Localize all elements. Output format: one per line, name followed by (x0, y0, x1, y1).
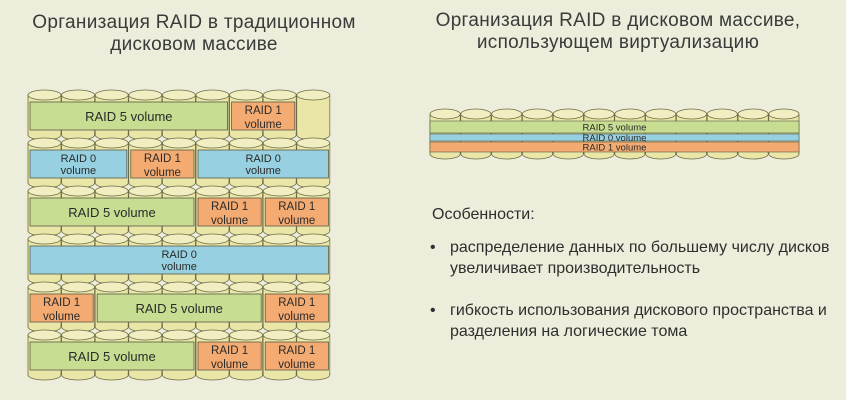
virtual-band-label: RAID 5 volume (583, 123, 647, 134)
volume-label: volume (245, 165, 280, 177)
bullet-icon: • (430, 302, 436, 319)
volume-label: RAID 5 volume (68, 205, 155, 220)
raid-1-volume: RAID 1 volume (264, 341, 329, 371)
raid-1-volume: RAID 1 volume (264, 293, 329, 323)
volume-label: volume (61, 165, 96, 177)
volume-label: RAID 5 volume (68, 349, 155, 364)
volume-label: RAID 1 (43, 297, 80, 309)
volume-label: RAID 5 volume (85, 109, 172, 124)
bullet-icon: • (430, 239, 436, 256)
raid-1-volume: RAID 1 volume (130, 149, 195, 179)
volume-label: RAID 1 (211, 201, 248, 213)
volume-label: RAID 1 (278, 297, 315, 309)
left-title: Организация RAID в традиционном дисковом… (32, 12, 356, 55)
virtual-raid-0-band: RAID 0 volume (429, 133, 800, 144)
volume-label: RAID 1 (278, 201, 315, 213)
raid-1-volume: RAID 1 volume (264, 197, 329, 227)
volume-label: RAID 1 (278, 345, 315, 357)
virtual-band-label: RAID 0 volume (583, 133, 647, 144)
volume-label: RAID 0 (161, 249, 196, 261)
volume-label: volume (211, 215, 248, 227)
raid-5-volume: RAID 5 volume (96, 293, 262, 323)
virtual-raid-1-band: RAID 1 volume (429, 141, 800, 154)
raid-1-volume: RAID 1 volume (197, 197, 262, 227)
virtual-band-label: RAID 1 volume (583, 143, 647, 154)
raid-5-volume: RAID 5 volume (29, 197, 195, 227)
disk-icon (296, 89, 331, 141)
volume-label: volume (278, 311, 315, 323)
feature-item-text: распределение данных по большему числу д… (450, 239, 830, 277)
features-block: Особенности: • распределение данных по б… (430, 204, 830, 363)
raid-5-volume: RAID 5 volume (29, 101, 229, 131)
volume-label: RAID 5 volume (135, 301, 222, 316)
raid-1-volume: RAID 1 volume (197, 341, 262, 371)
volume-label: RAID 0 (61, 153, 96, 165)
volume-label: RAID 0 (245, 153, 280, 165)
right-title: Организация RAID в дисковом массиве, исп… (435, 10, 801, 53)
feature-item-2: • гибкость использования дискового прост… (430, 300, 830, 342)
raid-1-volume: RAID 1 volume (231, 101, 296, 131)
volume-label: volume (43, 311, 80, 323)
virtual-raid-5-band: RAID 5 volume (429, 120, 800, 134)
volume-label: volume (211, 359, 248, 371)
volume-label: RAID 1 (211, 345, 248, 357)
features-heading: Особенности: (432, 206, 535, 223)
feature-item-text: гибкость использования дискового простра… (450, 302, 827, 340)
volume-label: RAID 1 (245, 105, 282, 117)
volume-label: volume (278, 215, 315, 227)
raid-5-volume: RAID 5 volume (29, 341, 195, 371)
raid-1-volume: RAID 1 volume (29, 293, 94, 323)
volume-label: volume (161, 261, 196, 273)
volume-label: volume (245, 119, 282, 131)
volume-label: volume (278, 359, 315, 371)
feature-item-1: • распределение данных по большему числу… (430, 237, 830, 279)
volume-label: RAID 1 (144, 153, 181, 165)
volume-label: volume (144, 167, 181, 179)
